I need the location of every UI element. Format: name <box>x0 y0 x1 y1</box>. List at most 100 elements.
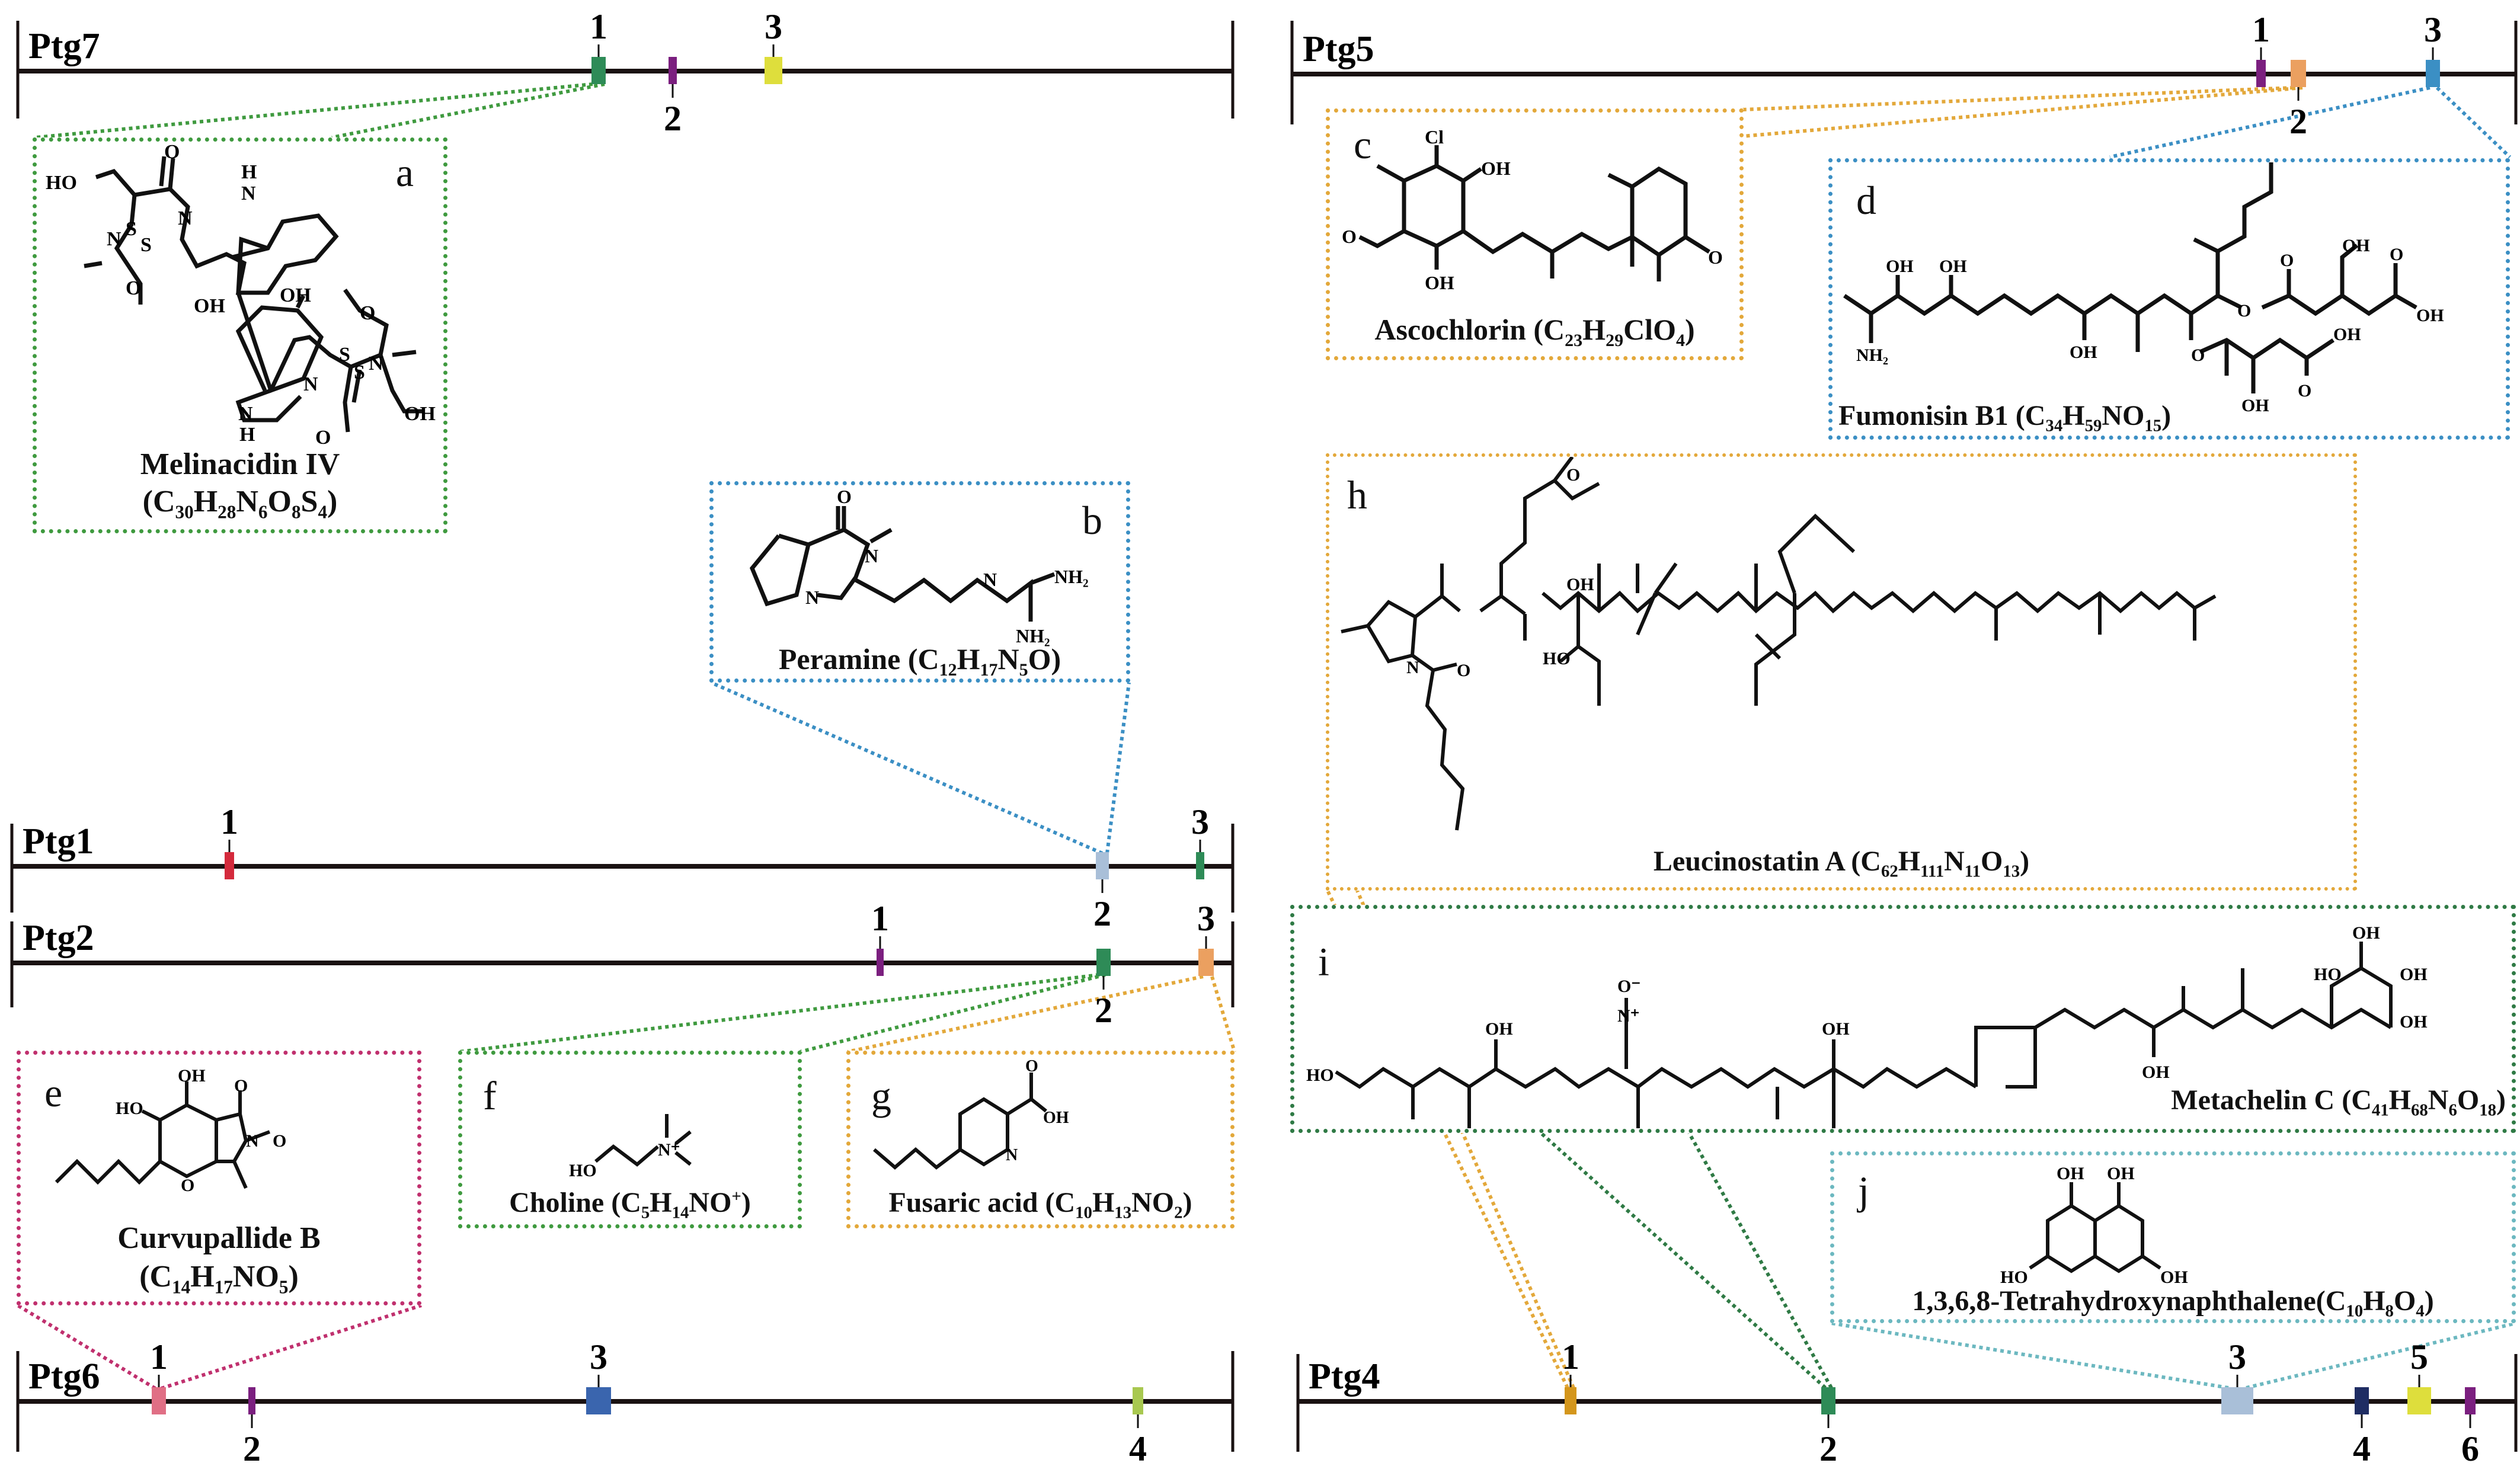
compound-formula: (C62H111N11O13) <box>1851 846 2030 881</box>
track-label: Ptg6 <box>28 1356 100 1397</box>
atom-oh: OH <box>1043 1109 1069 1127</box>
atom-o: O <box>126 277 141 299</box>
panel-letter: d <box>1856 178 1876 223</box>
atom-o: O <box>1566 465 1580 485</box>
gene-block <box>765 57 782 84</box>
gene-marker: 2 <box>2289 60 2307 141</box>
compound-name: Metachelin C <box>2171 1084 2335 1116</box>
panel-letter: a <box>395 150 414 195</box>
atom-oh: OH <box>2070 343 2097 362</box>
compound-formula: (C10H8O4) <box>2316 1285 2434 1321</box>
connector-line <box>2435 86 2512 159</box>
connector-line <box>2246 1321 2516 1390</box>
atom-cl: Cl <box>1425 126 1444 148</box>
compound-formula: (C34H59NO15) <box>2015 400 2172 436</box>
track-label: Ptg7 <box>28 26 100 66</box>
atom-nplus: N⁺ <box>1617 1006 1640 1026</box>
atom-o: O <box>315 427 331 449</box>
gene-block <box>1821 1387 1835 1414</box>
atom-o: O <box>1708 247 1723 268</box>
panel-letter: c <box>1354 122 1372 167</box>
connector-line <box>800 973 1106 1054</box>
atom-o: O <box>181 1176 194 1195</box>
atom-oh: OH <box>1822 1019 1850 1039</box>
atom-n: N <box>246 1131 259 1151</box>
compound-name: Curvupallide B <box>117 1221 321 1255</box>
gene-number: 4 <box>2353 1429 2371 1466</box>
gene-number: 1 <box>220 802 238 841</box>
gene-marker: 1 <box>871 899 889 976</box>
curvupallide-structure: OH HO O N O O <box>55 1066 286 1195</box>
atom-h: H <box>241 161 257 183</box>
gene-number: 2 <box>243 1429 261 1466</box>
atom-oh: OH <box>2142 1062 2170 1082</box>
connector-line <box>1539 1131 1827 1390</box>
compound-name: Choline <box>509 1187 605 1218</box>
connector-line <box>1742 86 2294 111</box>
atom-n: N <box>1406 658 1419 677</box>
gene-block <box>669 57 677 84</box>
gene-marker: 2 <box>1093 852 1111 933</box>
atom-ho: HO <box>1306 1065 1334 1085</box>
gene-marker: 2 <box>243 1387 261 1466</box>
connector-lines <box>17 82 2516 1390</box>
atom-ho: HO <box>2000 1267 2028 1287</box>
compound-formula: (C10H13NO2) <box>1045 1187 1192 1222</box>
atom-oh: OH <box>2416 306 2444 325</box>
gene-block <box>591 57 606 84</box>
atom-n: N <box>107 228 121 250</box>
choline-structure: HO N⁺ <box>569 1114 692 1180</box>
atom-ominus: O⁻ <box>1617 977 1640 996</box>
panel-letter: j <box>1858 1168 1869 1213</box>
compound-name: Fumonisin B1 <box>1838 400 2009 431</box>
compound-formula: (C41H68N6O18) <box>2342 1084 2506 1120</box>
connector-line <box>2109 86 2431 159</box>
panel-letter: b <box>1082 498 1102 543</box>
atom-o: O <box>2390 245 2403 264</box>
gene-block <box>586 1387 611 1414</box>
gene-block <box>2221 1387 2253 1414</box>
atom-nplus: N⁺ <box>658 1140 680 1160</box>
connector-line <box>710 681 1104 855</box>
atom-o: O <box>273 1131 286 1151</box>
gene-marker: 3 <box>2221 1337 2253 1414</box>
atom-ho: HO <box>46 172 77 194</box>
compound-formula: (C23H29ClO4) <box>1533 313 1695 350</box>
atom-o: O <box>1342 226 1357 247</box>
atom-o: O <box>2237 301 2251 321</box>
gene-number: 2 <box>1819 1429 1837 1466</box>
gene-number: 3 <box>1191 802 1209 841</box>
gene-marker: 1 <box>150 1337 168 1414</box>
gene-number: 1 <box>150 1337 168 1377</box>
atom-o: O <box>164 142 180 163</box>
gene-marker: 1 <box>1562 1337 1579 1414</box>
atom-s: S <box>339 344 350 366</box>
gene-block <box>248 1387 255 1414</box>
gene-marker: 5 <box>2407 1337 2431 1414</box>
metachelin-structure: HO OH N⁺ O⁻ OH OH HO OH OH OH <box>1306 923 2428 1128</box>
compound-formula: (C30H28N6O8S4) <box>142 485 338 523</box>
gene-number: 4 <box>1129 1429 1147 1466</box>
connector-line <box>1105 682 1131 854</box>
gene-block <box>1096 852 1109 879</box>
atom-oh: OH <box>1481 158 1511 179</box>
gene-block <box>225 852 234 879</box>
compound-box-peramine: b O N N N NH₂ NH₂ Peramine (C12H17N5O) <box>709 481 1130 683</box>
panel-letter: g <box>871 1073 891 1118</box>
gene-block <box>1198 949 1214 976</box>
compound-name-formula: Ascochlorin (C23H29ClO4) <box>1330 313 1739 351</box>
compound-name: Melinacidin IV <box>140 447 340 481</box>
connector-line <box>1210 976 1236 1052</box>
compound-name-formula: Metachelin C (C41H68N6O18) <box>2171 1084 2506 1121</box>
gene-marker: 2 <box>664 57 682 138</box>
gene-number: 1 <box>590 7 607 46</box>
gene-marker: 4 <box>2353 1387 2371 1466</box>
atom-oh: OH <box>2057 1164 2084 1183</box>
atom-o: O <box>2191 345 2205 365</box>
atom-oh: OH <box>1886 257 1914 276</box>
gene-number: 1 <box>1562 1337 1579 1377</box>
atom-oh: OH <box>1485 1019 1513 1039</box>
tetrahydroxynaphthalene-structure: OH OH HO OH <box>2000 1164 2188 1287</box>
